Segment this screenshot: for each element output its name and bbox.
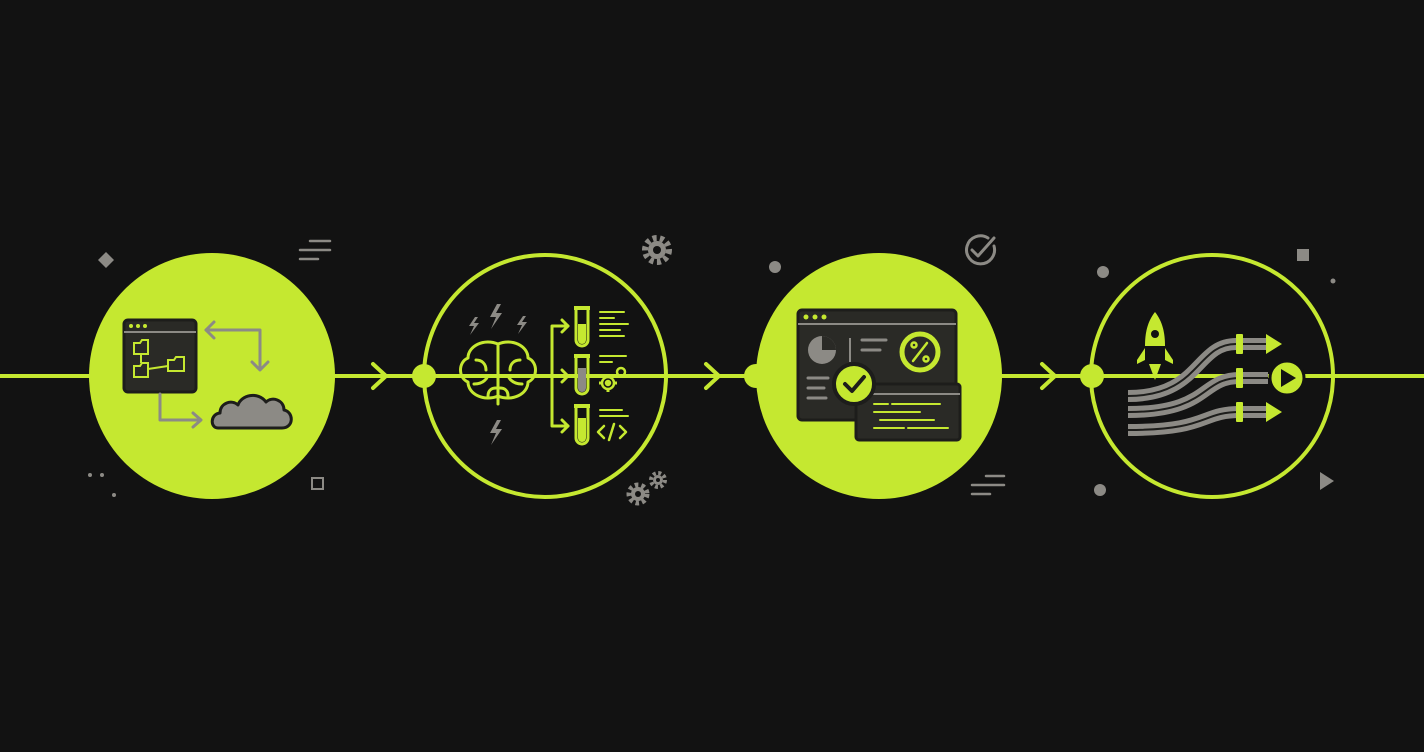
dot-icon xyxy=(769,261,781,273)
dashboard-check-icon xyxy=(796,308,962,442)
dot-icon xyxy=(1097,266,1109,278)
arrow-2 xyxy=(704,362,721,390)
stage-1-circle xyxy=(89,253,335,499)
gears-icon xyxy=(626,471,667,506)
dots-icon xyxy=(88,473,116,497)
folder-tree-to-cloud-icon xyxy=(122,318,293,430)
rocket-icon xyxy=(1137,312,1173,380)
bolt-icon xyxy=(517,316,527,334)
test-tube-icon xyxy=(574,404,590,446)
code-icon xyxy=(596,422,628,442)
gears-icon xyxy=(600,366,627,391)
dot-icon xyxy=(1094,484,1106,496)
rocket-pipeline-icon xyxy=(1127,312,1306,436)
gear-icon xyxy=(642,235,672,265)
check-icon xyxy=(832,362,876,406)
bolt-icon xyxy=(469,317,479,335)
check-circle-icon xyxy=(965,234,997,266)
stage-4-circle xyxy=(1089,253,1335,499)
decorations xyxy=(88,234,1336,506)
dot-icon xyxy=(1330,278,1336,284)
diamond-icon xyxy=(98,252,114,268)
stage-2-circle xyxy=(422,253,668,499)
arrow-1 xyxy=(371,362,388,390)
bolt-icon xyxy=(490,304,502,329)
test-tube-icon xyxy=(574,306,590,348)
percent-icon xyxy=(910,341,930,363)
triangle-play-icon xyxy=(1320,472,1334,490)
arrow-3 xyxy=(1040,362,1057,390)
lines-icon xyxy=(298,239,332,261)
square-icon xyxy=(1297,249,1309,261)
square-outline-icon xyxy=(311,477,324,490)
lines-icon xyxy=(970,474,1006,496)
brain-test-tubes-icon xyxy=(459,304,629,446)
play-icon xyxy=(1268,359,1306,397)
test-tube-icon xyxy=(574,354,590,396)
bolt-icon xyxy=(490,420,502,445)
